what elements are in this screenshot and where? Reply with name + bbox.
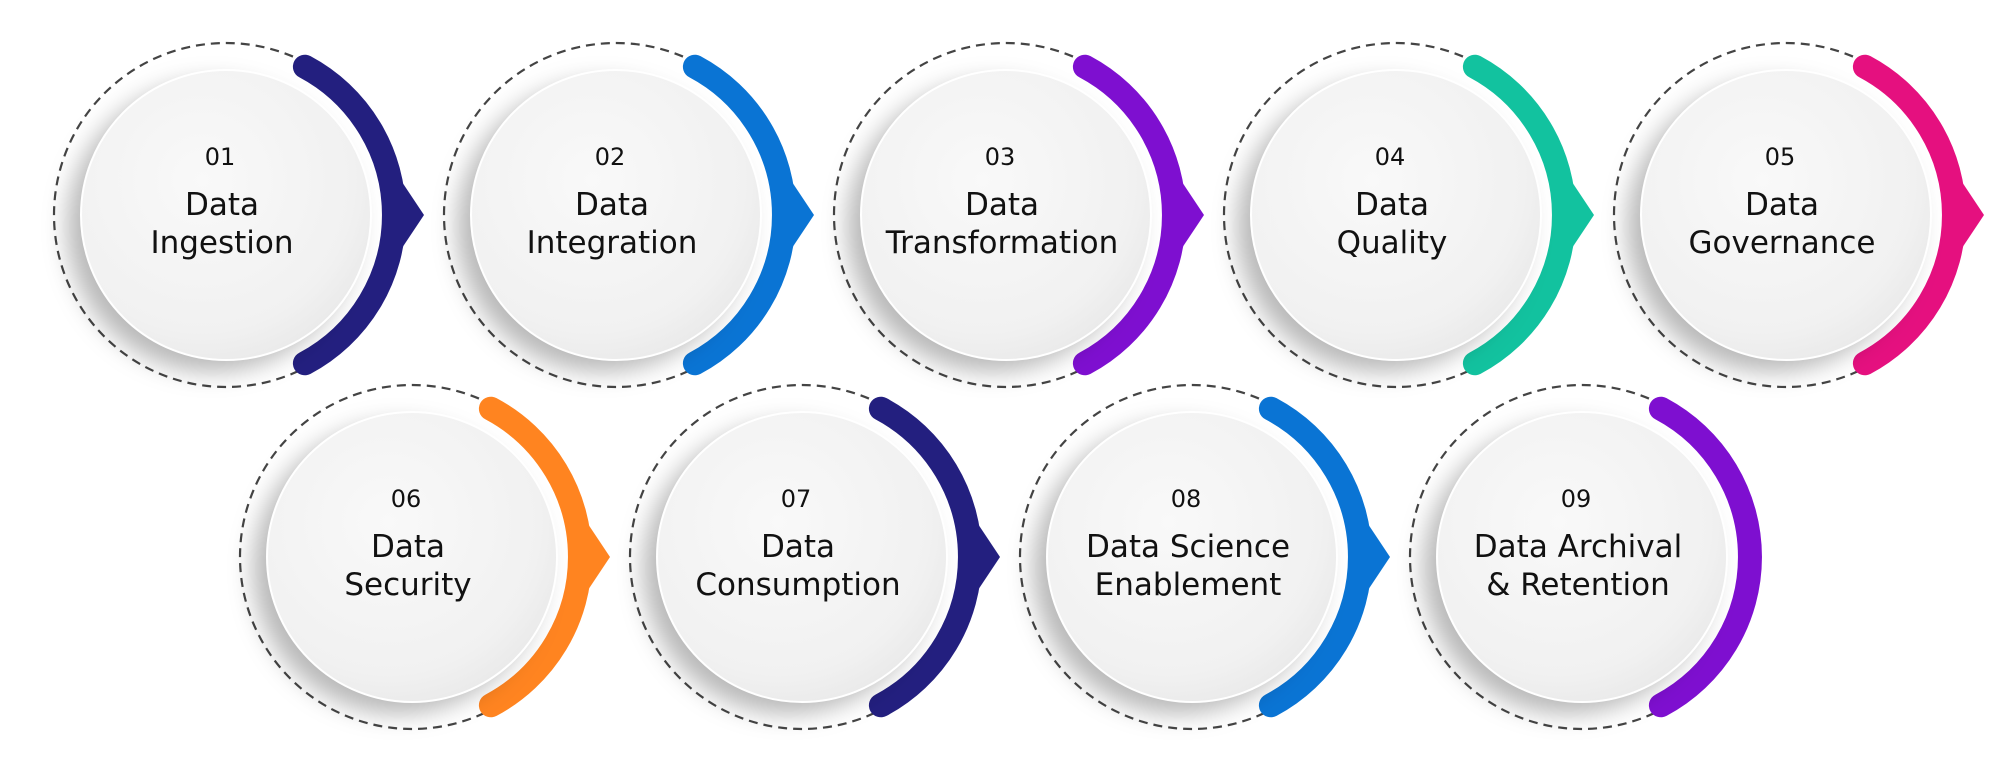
step-label-line: Consumption [695, 567, 900, 603]
step-disc [861, 70, 1151, 360]
step-label-line: Data [185, 187, 259, 223]
accent-arc [292, 54, 406, 376]
step-number: 01 [205, 143, 236, 171]
step-disc-rim [656, 411, 948, 703]
accent-arc [1462, 54, 1576, 376]
accent-arc [1258, 396, 1372, 718]
step-number: 05 [1765, 143, 1796, 171]
arrow-right-icon [400, 179, 424, 251]
arrow-right-icon [790, 179, 814, 251]
step-label-line: Data Science [1086, 529, 1290, 565]
step-label-line: & Retention [1486, 567, 1670, 603]
step-label-line: Ingestion [150, 225, 293, 261]
step-disc [657, 412, 947, 702]
step-number: 04 [1375, 143, 1406, 171]
accent-arc [1648, 396, 1762, 718]
step-disc-rim [80, 69, 372, 361]
step-disc-rim [1436, 411, 1728, 703]
step-disc [81, 70, 371, 360]
step-number: 06 [391, 485, 422, 513]
step-label-line: Governance [1688, 225, 1875, 261]
arrow-right-icon [1570, 179, 1594, 251]
accent-arc [682, 54, 796, 376]
step-disc [1251, 70, 1541, 360]
step-label-line: Data [575, 187, 649, 223]
step-label-line: Data [1355, 187, 1429, 223]
step-number: 03 [985, 143, 1016, 171]
step-label-line: Data Archival [1474, 529, 1682, 565]
step-disc-rim [266, 411, 558, 703]
step-disc-rim [1250, 69, 1542, 361]
step-label-line: Data [371, 529, 445, 565]
step-disc [471, 70, 761, 360]
arrow-right-icon [1960, 179, 1984, 251]
arrow-right-icon [1366, 521, 1390, 593]
step-label-line: Data [1745, 187, 1819, 223]
step-label-line: Quality [1337, 225, 1448, 261]
step-disc [1437, 412, 1727, 702]
arrow-right-icon [976, 521, 1000, 593]
step-disc-rim [860, 69, 1152, 361]
arrow-right-icon [586, 521, 610, 593]
step-disc-rim [470, 69, 762, 361]
accent-arc [868, 396, 982, 718]
step-label-line: Data [965, 187, 1039, 223]
step-label-line: Enablement [1095, 567, 1282, 603]
step-label-line: Security [344, 567, 471, 603]
step-number: 07 [781, 485, 812, 513]
arrow-right-icon [1180, 179, 1204, 251]
step-number: 02 [595, 143, 626, 171]
step-disc [1641, 70, 1931, 360]
step-disc-rim [1640, 69, 1932, 361]
step-number: 09 [1561, 485, 1592, 513]
step-number: 08 [1171, 485, 1202, 513]
step-disc [1047, 412, 1337, 702]
accent-arc [1852, 54, 1966, 376]
step-label-line: Transformation [885, 225, 1119, 261]
step-label-line: Integration [527, 225, 698, 261]
step-label-line: Data [761, 529, 835, 565]
step-disc-rim [1046, 411, 1338, 703]
step-disc [267, 412, 557, 702]
accent-arc [478, 396, 592, 718]
accent-arc [1072, 54, 1186, 376]
